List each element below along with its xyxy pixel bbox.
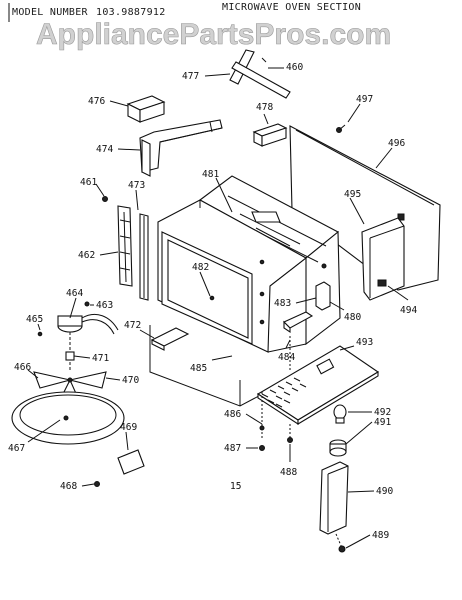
part-471-shaft <box>65 332 75 370</box>
label-460: 460 <box>286 62 303 73</box>
label-466: 466 <box>14 362 31 373</box>
label-462: 462 <box>78 250 95 261</box>
part-490-cylinder <box>319 461 349 535</box>
label-480: 480 <box>344 312 361 323</box>
part-drawings <box>11 49 441 553</box>
part-474-bracket <box>139 119 223 177</box>
label-465: 465 <box>26 314 43 325</box>
label-472: 472 <box>124 320 141 331</box>
label-473: 473 <box>128 180 145 191</box>
part-492-knob <box>333 404 347 424</box>
label-483: 483 <box>274 298 291 309</box>
label-471: 471 <box>92 353 109 364</box>
label-490: 490 <box>376 486 393 497</box>
label-485: 485 <box>190 363 207 374</box>
page-header: MODEL NUMBER 103.9887912 MICROWAVE OVEN … <box>8 2 361 22</box>
label-476: 476 <box>88 96 105 107</box>
part-469-tile <box>117 449 145 475</box>
label-497: 497 <box>356 94 373 105</box>
label-496: 496 <box>388 138 405 149</box>
page-mark: 15 <box>230 481 241 492</box>
part-483-480-components <box>283 281 331 334</box>
part-468-screw <box>94 481 100 487</box>
label-464: 464 <box>66 288 83 299</box>
label-478: 478 <box>256 102 273 113</box>
model-number-value: 103.9887912 <box>96 7 166 18</box>
model-number-label: MODEL NUMBER <box>12 7 89 18</box>
label-486: 486 <box>224 409 241 420</box>
part-493-bottom-plate <box>256 345 380 426</box>
label-488: 488 <box>280 467 297 478</box>
label-467: 467 <box>8 443 25 454</box>
part-472-base <box>149 325 190 351</box>
part-497-clip <box>336 124 346 133</box>
part-495-duct <box>361 217 405 301</box>
label-474: 474 <box>96 144 113 155</box>
part-466-dish <box>11 391 125 445</box>
label-489: 489 <box>372 530 389 541</box>
label-481: 481 <box>202 169 219 180</box>
part-486-487-488-screws <box>259 392 293 451</box>
part-477-460-crossbar <box>229 49 291 99</box>
part-476-block <box>126 95 166 123</box>
label-492: 492 <box>374 407 391 418</box>
label-484: 484 <box>278 352 295 363</box>
label-493: 493 <box>356 337 373 348</box>
label-470: 470 <box>122 375 139 386</box>
part-491-knob <box>329 439 347 457</box>
part-478-block <box>252 123 288 147</box>
part-489-bolt <box>335 533 346 553</box>
leader-lines <box>27 67 409 549</box>
part-number-labels: 477 460 476 478 497 474 496 461 473 481 … <box>8 62 417 541</box>
label-469: 469 <box>120 422 137 433</box>
label-482: 482 <box>192 262 209 273</box>
label-463: 463 <box>96 300 113 311</box>
label-494: 494 <box>400 305 417 316</box>
label-487: 487 <box>224 443 241 454</box>
part-473-gasket <box>139 213 149 301</box>
label-477: 477 <box>182 71 199 82</box>
label-491: 491 <box>374 417 391 428</box>
label-495: 495 <box>344 189 361 200</box>
section-title: MICROWAVE OVEN SECTION <box>222 2 361 13</box>
watermark-text: AppliancePartsPros.com <box>36 18 391 51</box>
label-461: 461 <box>80 177 97 188</box>
part-464-motor <box>37 301 119 337</box>
part-461-screw <box>102 196 108 202</box>
label-468: 468 <box>60 481 77 492</box>
part-462-hinge <box>117 205 133 287</box>
